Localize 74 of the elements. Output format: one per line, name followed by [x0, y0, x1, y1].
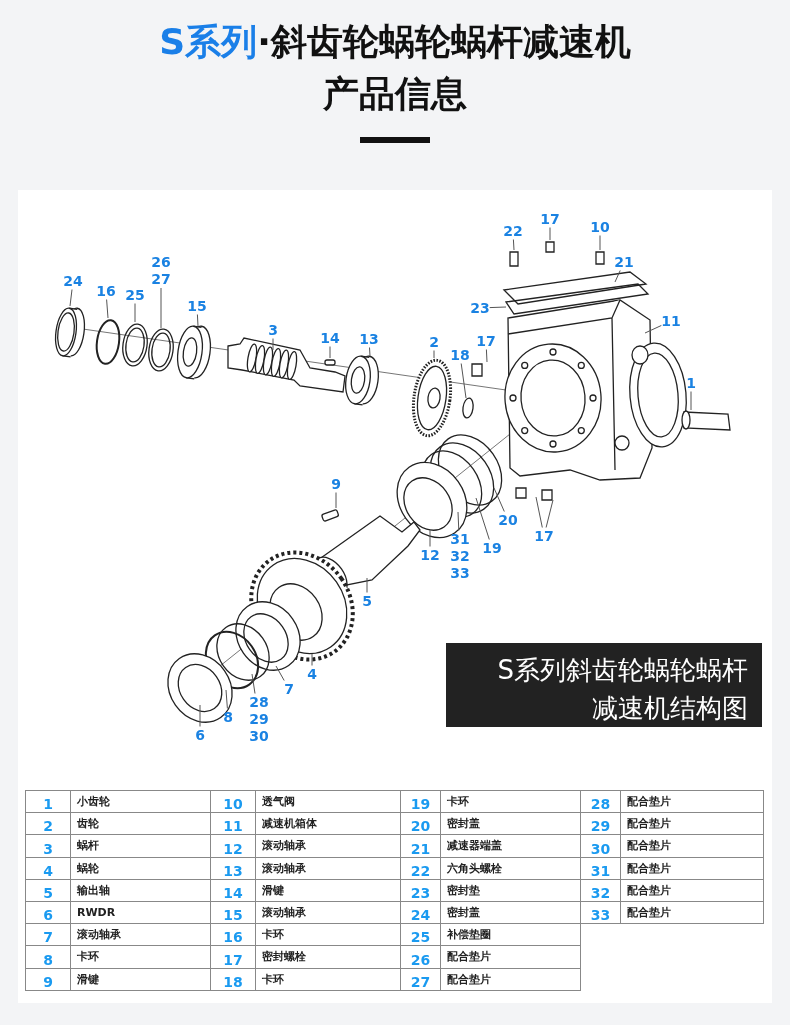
- leader-line: [134, 303, 136, 323]
- leader-line: [272, 338, 274, 351]
- callout-number: 5: [362, 592, 372, 610]
- leader-line: [160, 287, 162, 329]
- callout-number: 32: [450, 547, 470, 565]
- leader-line: [311, 653, 313, 666]
- callout-number: 23: [470, 299, 490, 317]
- leader-line: [485, 349, 488, 363]
- callout-number: 33: [450, 564, 470, 582]
- callout-number: 4: [307, 665, 317, 683]
- leader-line: [549, 227, 551, 241]
- leader-line: [644, 325, 662, 334]
- leader-line: [335, 492, 337, 509]
- callout-number: 3: [268, 321, 278, 339]
- callout-number: 12: [420, 546, 440, 564]
- callout-number: 29: [249, 710, 269, 728]
- callout-number: 22: [503, 222, 523, 240]
- callout-number: 15: [187, 297, 207, 315]
- leader-line: [493, 487, 505, 512]
- callout-number: 9: [331, 475, 341, 493]
- leader-line: [329, 346, 331, 359]
- leader-line: [535, 496, 543, 528]
- leader-line: [433, 350, 435, 359]
- leader-line: [199, 704, 201, 727]
- callout-number: 18: [450, 346, 470, 364]
- callout-number: 7: [284, 680, 294, 698]
- callout-number: 25: [125, 286, 145, 304]
- callout-number: 17: [476, 332, 496, 350]
- callout-number: 2: [429, 333, 439, 351]
- leader-line: [475, 497, 490, 540]
- callout-number: 26: [151, 254, 171, 271]
- leader-line: [614, 270, 621, 283]
- part-number: 9: [25, 967, 71, 991]
- leader-line: [460, 363, 467, 399]
- callout-number: 14: [320, 329, 340, 347]
- title: S系列·斜齿轮蜗轮蜗杆减速机产品信息: [158, 20, 632, 117]
- callout-number: 21: [614, 253, 634, 271]
- callout-number: 16: [96, 282, 116, 300]
- callout-number: 11: [661, 312, 681, 330]
- leader-line: [429, 529, 431, 547]
- leader-line: [512, 239, 515, 251]
- callout-number: 19: [482, 539, 502, 557]
- callout-number: 17: [534, 527, 554, 545]
- leader-line: [275, 665, 285, 681]
- part-name: 配合垫片: [620, 901, 764, 925]
- leader-line: [545, 499, 554, 528]
- leader-line: [599, 235, 601, 251]
- leader-line: [489, 306, 507, 309]
- panel-title: S系列斜齿轮蜗轮蜗杆减速机结构图: [496, 654, 748, 725]
- callout-number: 1: [686, 374, 696, 392]
- leader-line: [106, 299, 109, 319]
- leader-line: [225, 689, 228, 709]
- callout-number: 28: [249, 693, 269, 711]
- leader-line: [251, 673, 256, 694]
- callout-number: 17: [540, 210, 560, 228]
- callout-number: 20: [498, 511, 518, 529]
- callout-number: 6: [195, 726, 205, 744]
- part-name: 配合垫片: [620, 790, 764, 814]
- part-number: 1: [25, 790, 71, 814]
- callout-number: 27: [151, 271, 171, 288]
- caption-panel: [446, 643, 762, 727]
- leader-line: [196, 314, 199, 327]
- leader-line: [369, 347, 371, 357]
- callout-number: 13: [359, 330, 379, 348]
- callout-number: 8: [223, 708, 233, 726]
- leader-line: [69, 289, 73, 307]
- callout-number: 10: [590, 218, 610, 236]
- callout-number: 31: [450, 530, 470, 548]
- leader-line: [457, 511, 460, 531]
- leader-line: [690, 391, 692, 411]
- callout-number: 24: [63, 272, 83, 290]
- part-name: 配合垫片: [440, 967, 581, 991]
- leader-line: [366, 577, 368, 593]
- callout-number: 30: [249, 727, 269, 745]
